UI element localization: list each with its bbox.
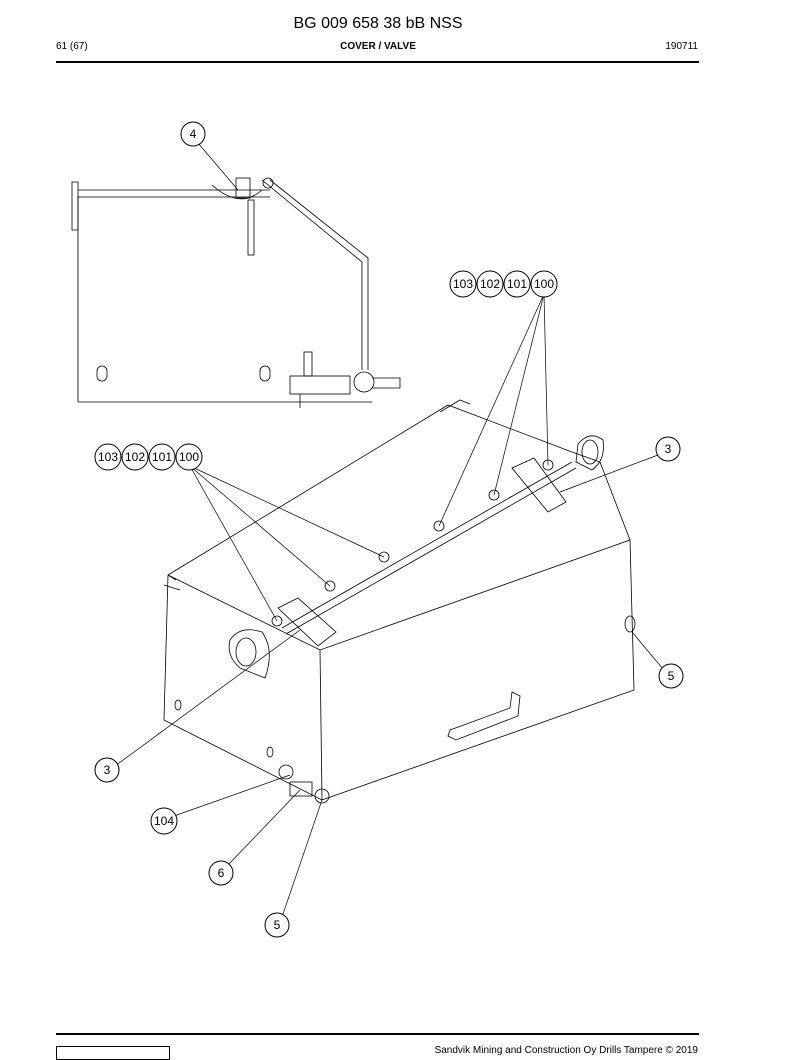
leader-lines	[114, 142, 664, 918]
callout-102-left-label: 102	[125, 450, 145, 464]
callout-4: 4	[180, 121, 206, 147]
document-number: BG 009 658 38 bB NSS	[293, 15, 463, 32]
callout-103-top-label: 103	[453, 277, 473, 291]
sandvik-logo	[56, 1046, 170, 1060]
copyright-text: Sandvik Mining and Construction Oy Drill…	[434, 1045, 698, 1056]
callout-101-left-label: 101	[152, 450, 172, 464]
callout-102-top-label: 102	[480, 277, 500, 291]
callout-6-label: 6	[218, 866, 225, 880]
callout-6: 6	[208, 860, 234, 886]
callout-100-top-label: 100	[534, 277, 554, 291]
callout-101-top-label: 101	[507, 277, 527, 291]
callout-100-left-label: 100	[179, 450, 199, 464]
callout-5-bottom-label: 5	[274, 918, 281, 932]
callout-103-left-label: 103	[98, 450, 118, 464]
footer-rule	[56, 1033, 699, 1035]
callout-5-right-label: 5	[668, 669, 675, 683]
header-rule	[56, 61, 699, 63]
callout-104-label: 104	[154, 814, 174, 828]
callout-3-left-label: 3	[104, 763, 111, 777]
cover-body	[163, 399, 636, 804]
section-title: COVER / VALVE	[340, 41, 416, 52]
callout-4-label: 4	[190, 127, 197, 141]
callout-104: 104	[150, 807, 178, 835]
page-count: 61 (67)	[56, 41, 88, 52]
callout-3-right: 3	[655, 436, 681, 462]
callout-5-bottom: 5	[264, 912, 290, 938]
callout-3-right-label: 3	[665, 442, 672, 456]
document-date: 190711	[665, 41, 698, 52]
callout-3-left: 3	[94, 757, 120, 783]
callout-group-left: 103 102 101 100	[94, 443, 203, 471]
callout-5-right: 5	[658, 663, 684, 689]
callout-group-top: 103 102 101 100	[449, 270, 558, 298]
detail-view	[71, 177, 401, 408]
